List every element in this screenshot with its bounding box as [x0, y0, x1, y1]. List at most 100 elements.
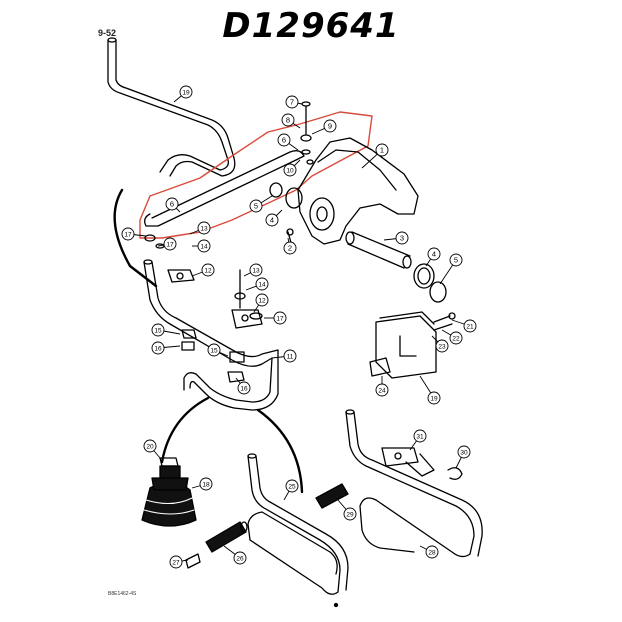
callout-number: 22: [452, 336, 460, 343]
callout-c29: 29: [337, 499, 357, 521]
callout-c19: 19: [173, 85, 193, 103]
callout-c2: 2: [283, 237, 297, 255]
callout-number: 26: [236, 556, 244, 563]
callout-c27: 27: [169, 555, 189, 569]
grip-right: [315, 483, 349, 509]
callout-bubble: [375, 143, 389, 157]
lever-casting: [285, 137, 419, 245]
snap-ring-right: [429, 281, 447, 303]
washer-right: [413, 263, 435, 289]
callout-c1: 1: [361, 143, 389, 169]
linkage-bolt: [300, 101, 314, 165]
callout-c15: 15: [151, 323, 181, 337]
reference-arrow-left: [113, 188, 158, 288]
callout-bubble: [233, 551, 247, 565]
callout-number: 15: [210, 348, 218, 355]
page-reference: 9-52: [98, 28, 117, 38]
callout-c15b: 15: [207, 343, 229, 357]
knob-27: [185, 553, 201, 569]
callout-c16b: 16: [235, 377, 251, 395]
callout-bubble: [281, 113, 295, 127]
callout-bubble: [151, 341, 165, 355]
callout-c19b: 19: [419, 375, 441, 405]
callout-number: 21: [466, 324, 474, 331]
bracket-plate: [375, 311, 437, 379]
callout-c4: 4: [425, 247, 441, 267]
callout-number: 1: [380, 146, 384, 155]
callout-bubble: [375, 383, 389, 397]
callout-number: 4: [432, 250, 436, 259]
callout-bubble: [457, 445, 471, 459]
callout-number: 19: [430, 396, 438, 403]
shift-boot: [141, 457, 197, 527]
callout-bubble: [197, 239, 211, 253]
callout-number: 13: [252, 268, 260, 275]
callout-c31: 31: [409, 429, 427, 451]
callout-c17b: 17: [157, 237, 177, 251]
callout-number: 4: [270, 216, 274, 225]
callout-number: 6: [170, 200, 174, 209]
callout-number: 5: [254, 202, 258, 211]
callout-bubble: [395, 231, 409, 245]
callout-bubble: [163, 237, 177, 251]
callout-c14: 14: [192, 239, 211, 253]
callout-number: 9: [328, 122, 332, 131]
callout-bubble: [165, 197, 179, 211]
callout-bubble: [255, 277, 269, 291]
callout-c30: 30: [455, 445, 471, 469]
callout-number: 27: [172, 560, 180, 567]
callout-number: 25: [288, 484, 296, 491]
callout-c5: 5: [439, 253, 463, 285]
callout-number: 30: [460, 450, 468, 457]
callout-c26: 26: [223, 545, 247, 565]
callout-bubble: [285, 479, 299, 493]
callout-bubble: [449, 253, 463, 267]
callout-number: 29: [346, 512, 354, 519]
callout-number: 2: [288, 244, 292, 253]
callout-c23: 23: [431, 335, 449, 353]
highlight-outline: [139, 111, 373, 239]
callout-number: 17: [276, 316, 284, 323]
callout-c5b: 5: [249, 195, 273, 213]
callout-c24: 24: [375, 376, 389, 397]
callout-number: 23: [438, 344, 446, 351]
callout-bubble: [277, 133, 291, 147]
callout-bubble: [255, 293, 269, 307]
callout-number: 14: [258, 282, 266, 289]
callout-number: 15: [154, 328, 162, 335]
callout-bubble: [179, 85, 193, 99]
middle-shift-rod: [143, 259, 279, 411]
lower-shift-rod-right: [345, 409, 483, 558]
callout-c17: 17: [121, 227, 147, 241]
callout-number: 6: [282, 136, 286, 145]
drawing-id: B8E1462-4S: [108, 591, 137, 597]
callout-bubble: [283, 241, 297, 255]
callout-number: 14: [200, 244, 208, 251]
callout-bubble: [273, 311, 287, 325]
callout-c7: 7: [285, 95, 303, 109]
upper-shift-rod: [107, 37, 236, 177]
callout-c11: 11: [271, 349, 297, 363]
callout-bubble: [237, 381, 251, 395]
callout-number: 31: [416, 434, 424, 441]
callout-bubble: [413, 429, 427, 443]
callout-c21: 21: [451, 319, 477, 333]
callout-number: 17: [166, 242, 174, 249]
reference-arrow-lower-left: [160, 396, 210, 464]
callout-bubble: [425, 545, 439, 559]
callout-c13b: 13: [243, 263, 263, 277]
callout-c18: 18: [191, 477, 213, 491]
callout-number: 7: [290, 98, 294, 107]
callout-c12: 12: [191, 263, 215, 277]
callout-number: 16: [240, 386, 248, 393]
callout-bubble: [121, 227, 135, 241]
callout-c20: 20: [143, 439, 161, 459]
callout-bubble: [427, 391, 441, 405]
reference-arrow-lower-right: [256, 408, 304, 494]
callout-bubble: [323, 119, 337, 133]
mount-bracket: [381, 447, 435, 477]
clamp-upper: [167, 269, 195, 283]
callout-bubble: [283, 349, 297, 363]
callout-number: 3: [400, 234, 404, 243]
